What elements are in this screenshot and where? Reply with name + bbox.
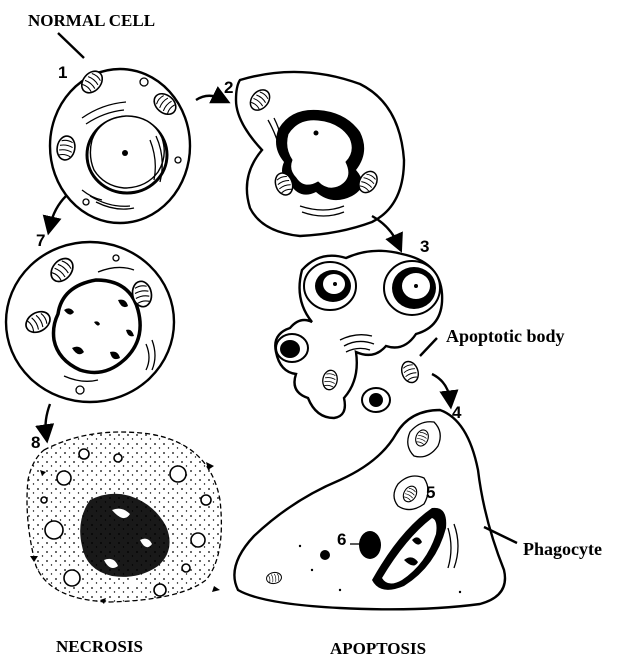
necrotic-cell: [27, 432, 221, 604]
shrinking-cell: [236, 72, 404, 236]
step-7-number: 7: [36, 231, 45, 250]
normal-cell: [50, 67, 190, 223]
apoptotic-body-pointer: [420, 338, 437, 356]
step-6-number: 6: [337, 530, 346, 549]
apoptosis-label: APOPTOSIS: [330, 639, 426, 658]
normal-cell-label: NORMAL CELL: [28, 11, 155, 30]
arrow-1-to-7: [50, 196, 66, 226]
phagocyte-cell: [234, 410, 505, 609]
arrow-3-to-4: [432, 374, 450, 400]
apoptotic-body-label: Apoptotic body: [446, 326, 565, 346]
swelling-cell: [6, 242, 174, 402]
step-1-number: 1: [58, 63, 67, 82]
arrow-7-to-8: [46, 404, 51, 434]
apoptotic-body: [399, 359, 421, 385]
arrow-1-to-2: [196, 96, 222, 100]
phagocyte-label: Phagocyte: [523, 539, 602, 559]
normal-cell-pointer: [58, 33, 84, 58]
step-8-number: 8: [31, 433, 40, 452]
necrosis-label: NECROSIS: [56, 637, 143, 656]
step-3-number: 3: [420, 237, 429, 256]
fragmenting-cell: [275, 251, 442, 418]
step-2-number: 2: [224, 78, 233, 97]
